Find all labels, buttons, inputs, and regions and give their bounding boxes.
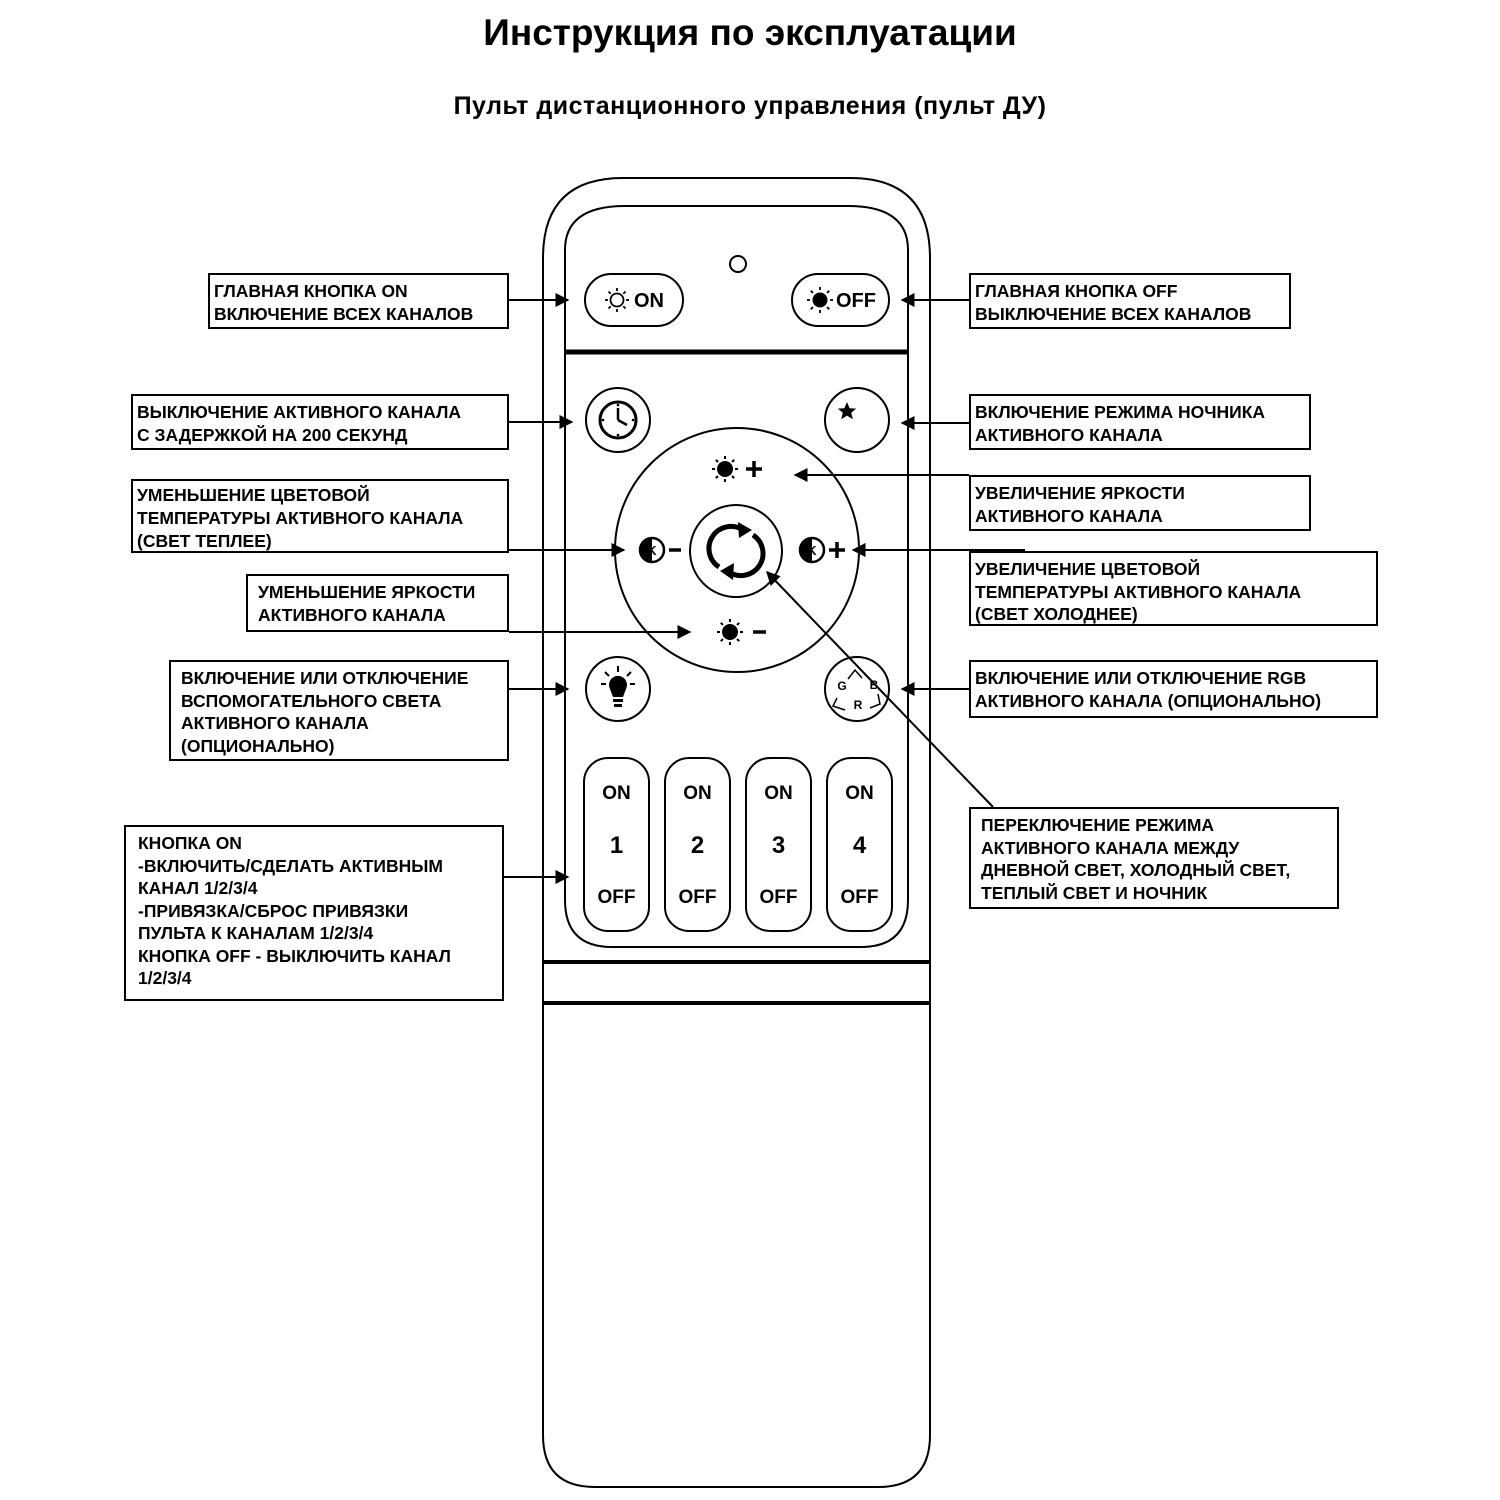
brightness-down-icon xyxy=(717,619,766,645)
callout-night-mode: ВКЛЮЧЕНИЕ РЕЖИМА НОЧНИКА АКТИВНОГО КАНАЛ… xyxy=(969,394,1311,450)
clock-icon xyxy=(598,400,638,440)
main-on-button[interactable]: ON xyxy=(584,273,684,327)
brightness-up-icon xyxy=(712,456,762,482)
channel-on-label: ON xyxy=(764,783,793,804)
color-temp-up-button[interactable]: K xyxy=(798,536,845,564)
night-mode-button[interactable] xyxy=(824,387,890,453)
callout-channel-buttons: КНОПКА ON -ВКЛЮЧИТЬ/СДЕЛАТЬ АКТИВНЫМ КАН… xyxy=(124,825,504,1001)
channel-number: 2 xyxy=(691,832,704,859)
rgb-letter-r: R xyxy=(854,698,863,712)
timer-button[interactable] xyxy=(585,387,651,453)
sun-outline-icon xyxy=(605,288,629,312)
channel-off-label: OFF xyxy=(760,887,798,908)
rgb-cycle-icon xyxy=(831,668,881,711)
channel-on-label: ON xyxy=(845,783,874,804)
channel-number: 4 xyxy=(853,832,867,859)
light-bulb-icon xyxy=(601,666,635,707)
callout-temp-down: УМЕНЬШЕНИЕ ЦВЕТОВОЙ ТЕМПЕРАТУРЫ АКТИВНОГ… xyxy=(131,479,509,553)
channel-off-label: OFF xyxy=(679,887,717,908)
svg-text:K: K xyxy=(647,543,657,558)
moon-star-icon xyxy=(837,400,875,440)
page-subtitle: Пульт дистанционного управления (пульт Д… xyxy=(453,92,1047,120)
callout-aux-light: ВКЛЮЧЕНИЕ ИЛИ ОТКЛЮЧЕНИЕ ВСПОМОГАТЕЛЬНОГ… xyxy=(169,660,509,761)
callout-brightness-down: УМЕНЬШЕНИЕ ЯРКОСТИ АКТИВНОГО КАНАЛА xyxy=(246,574,509,632)
callout-brightness-up: УВЕЛИЧЕНИЕ ЯРКОСТИ АКТИВНОГО КАНАЛА xyxy=(969,475,1311,531)
channel-off-label: OFF xyxy=(841,887,879,908)
callout-mode-switch: ПЕРЕКЛЮЧЕНИЕ РЕЖИМА АКТИВНОГО КАНАЛА МЕЖ… xyxy=(969,807,1339,909)
callout-timer: ВЫКЛЮЧЕНИЕ АКТИВНОГО КАНАЛА С ЗАДЕРЖКОЙ … xyxy=(131,394,509,450)
kelvin-icon: K xyxy=(798,536,826,564)
kelvin-icon: K xyxy=(638,536,666,564)
callout-arrows xyxy=(455,293,1025,884)
brightness-down-button[interactable] xyxy=(717,619,766,645)
channel-number: 1 xyxy=(610,832,623,859)
led-indicator xyxy=(729,255,747,273)
cycle-arrows-icon xyxy=(706,523,766,579)
callout-temp-up: УВЕЛИЧЕНИЕ ЦВЕТОВОЙ ТЕМПЕРАТУРЫ АКТИВНОГ… xyxy=(969,551,1378,626)
channel-number: 3 xyxy=(772,832,785,859)
channel-on-label: ON xyxy=(683,783,712,804)
sun-filled-icon xyxy=(807,287,833,313)
aux-light-button[interactable] xyxy=(585,656,651,722)
callout-main-on: ГЛАВНАЯ КНОПКА ON ВКЛЮЧЕНИЕ ВСЕХ КАНАЛОВ xyxy=(208,273,509,329)
rgb-letter-g: G xyxy=(837,679,846,693)
page-title: Инструкция по эксплуатации xyxy=(483,12,1017,53)
color-temp-down-button[interactable]: K xyxy=(638,536,681,564)
brightness-up-button[interactable] xyxy=(712,456,762,482)
main-on-label: ON xyxy=(634,290,664,312)
main-off-button[interactable]: OFF xyxy=(791,273,890,327)
mode-switch-button[interactable] xyxy=(689,504,783,598)
channel-off-label: OFF xyxy=(598,887,636,908)
callout-main-off: ГЛАВНАЯ КНОПКА OFF ВЫКЛЮЧЕНИЕ ВСЕХ КАНАЛ… xyxy=(969,273,1291,329)
callout-rgb: ВКЛЮЧЕНИЕ ИЛИ ОТКЛЮЧЕНИЕ RGB АКТИВНОГО К… xyxy=(969,660,1378,718)
channel-on-label: ON xyxy=(602,783,631,804)
svg-text:K: K xyxy=(807,543,817,558)
main-off-label: OFF xyxy=(836,290,876,312)
